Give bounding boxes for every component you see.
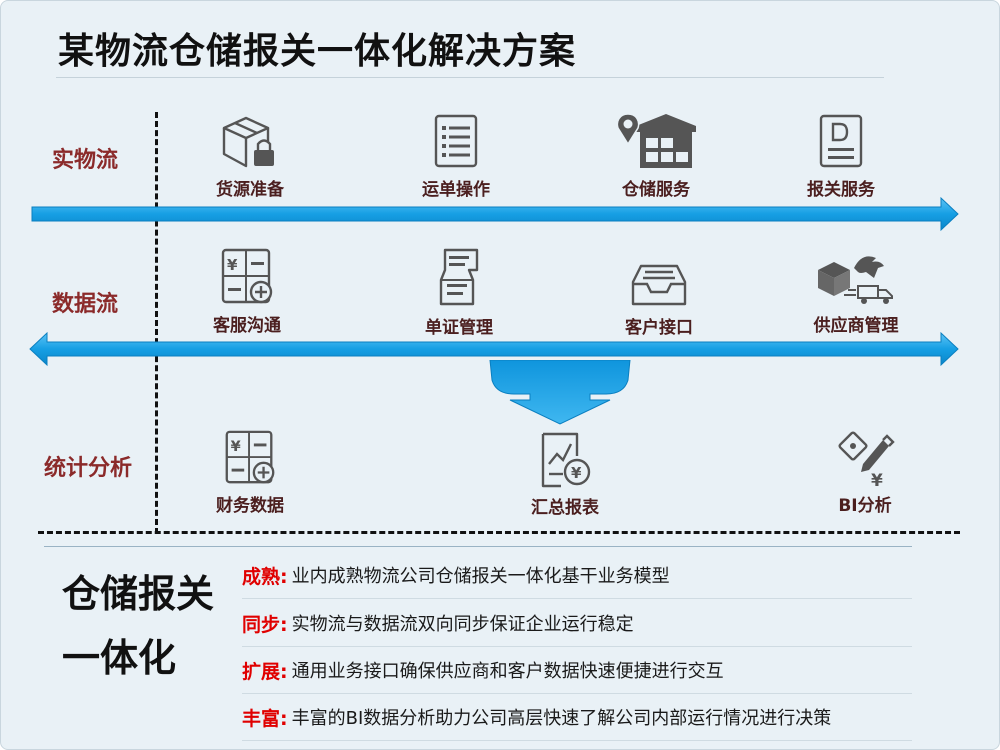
item-label: 单证管理 (425, 318, 493, 338)
yuan-calculator-icon: ¥ (221, 248, 273, 304)
item-gongying: 供应商管理 (786, 248, 926, 336)
item-label: 报关服务 (807, 180, 875, 200)
item-label: 货源准备 (216, 180, 284, 200)
physical-flow-arrow (31, 196, 959, 232)
feature-key: 成熟: (242, 565, 288, 588)
item-bi: ¥ BI分析 (795, 428, 935, 516)
yuan-calculator-icon: ¥ (225, 430, 275, 484)
stacked-documents-icon (439, 248, 479, 306)
item-label: 汇总报表 (531, 498, 599, 518)
item-huoyuan: 货源准备 (180, 112, 320, 200)
feature-text: 业内成熟物流公司仓储报关一体化基干业务模型 (291, 566, 670, 587)
feature-row: 丰富: 丰富的BI数据分析助力公司高层快速了解公司内部运行情况进行决策 (242, 694, 912, 741)
item-kehu: 客户接口 (589, 262, 729, 338)
svg-text:¥: ¥ (231, 439, 241, 455)
summary-title: 仓储报关 一体化 (62, 562, 214, 690)
item-label: 运单操作 (422, 180, 490, 200)
row-label-stats: 统计分析 (44, 456, 133, 481)
item-label: 客户接口 (625, 318, 693, 338)
horizontal-dashed-divider (38, 531, 960, 534)
report-chart-icon: ¥ (541, 432, 591, 488)
vertical-dashed-divider (155, 112, 158, 534)
item-huizong: ¥ 汇总报表 (495, 430, 635, 518)
feature-text: 丰富的BI数据分析助力公司高层快速了解公司内部运行情况进行决策 (291, 708, 832, 729)
pencil-analysis-icon: ¥ (838, 431, 895, 488)
item-caiwu: ¥ 财务数据 (180, 428, 320, 516)
supplier-delivery-icon (818, 256, 893, 304)
locked-box-icon (222, 116, 274, 168)
item-cangchu: 仓储服务 (586, 112, 726, 200)
row-label-data: 数据流 (52, 292, 119, 317)
feature-key: 扩展: (242, 660, 288, 683)
svg-text:¥: ¥ (571, 464, 582, 482)
item-label: 仓储服务 (622, 180, 690, 200)
feature-key: 丰富: (242, 707, 288, 730)
item-danzheng: 单证管理 (389, 246, 529, 338)
data-flow-arrow (29, 331, 959, 367)
title-divider (56, 77, 884, 78)
warehouse-location-icon (616, 113, 696, 168)
summary-divider (44, 546, 912, 547)
item-label: 供应商管理 (813, 316, 899, 336)
feature-row: 同步: 实物流与数据流双向同步保证企业运行稳定 (242, 600, 912, 647)
list-document-icon (434, 114, 478, 168)
svg-text:¥: ¥ (227, 256, 238, 274)
row-label-physical: 实物流 (52, 148, 119, 173)
inbox-tray-icon (631, 264, 687, 306)
page-title: 某物流仓储报关一体化解决方案 (58, 31, 577, 72)
summary-title-line1: 仓储报关 (62, 572, 215, 616)
item-label: 财务数据 (216, 496, 284, 516)
item-yundan: 运单操作 (386, 112, 526, 200)
svg-text:¥: ¥ (871, 471, 883, 488)
item-baoguan: 报关服务 (771, 112, 911, 200)
item-label: 客服沟通 (213, 316, 281, 336)
feature-row: 成熟: 业内成熟物流公司仓储报关一体化基干业务模型 (242, 552, 912, 599)
feature-text: 通用业务接口确保供应商和客户数据快速便捷进行交互 (291, 661, 724, 682)
feature-text: 实物流与数据流双向同步保证企业运行稳定 (291, 614, 634, 635)
funnel-down-arrow (489, 360, 631, 425)
item-kefu: ¥ 客服沟通 (177, 246, 317, 336)
summary-title-line2: 一体化 (62, 636, 177, 680)
declaration-document-icon (819, 114, 863, 168)
item-label: BI分析 (838, 496, 892, 516)
feature-row: 扩展: 通用业务接口确保供应商和客户数据快速便捷进行交互 (242, 647, 912, 694)
feature-key: 同步: (242, 613, 288, 636)
